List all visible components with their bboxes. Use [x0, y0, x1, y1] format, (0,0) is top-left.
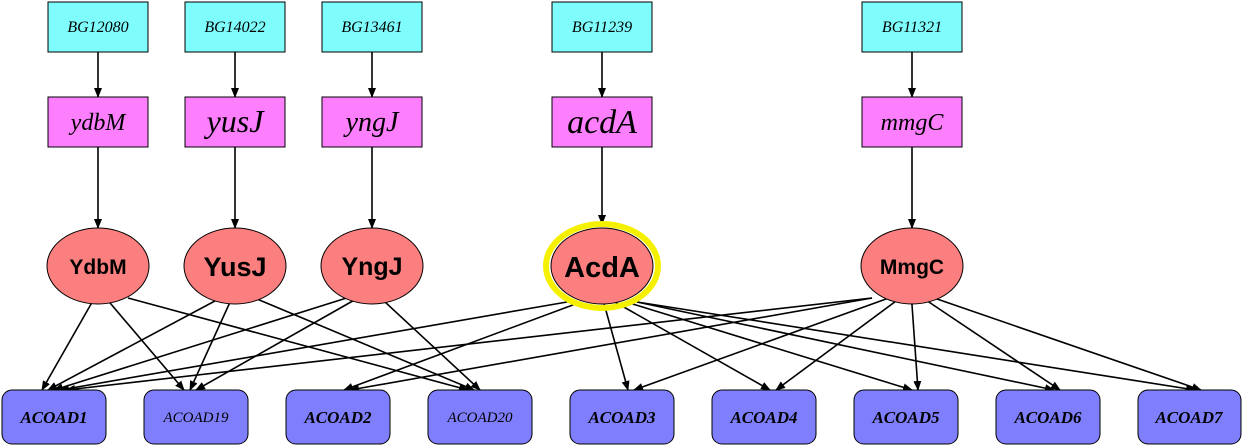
reaction-label: ACOAD6 [1013, 408, 1082, 427]
reaction-node[interactable]: ACOAD1 [1, 389, 107, 445]
edge-p3-r19 [195, 297, 359, 391]
protein-node[interactable]: MmgC [860, 227, 964, 305]
reaction-label: ACOAD7 [1154, 408, 1224, 427]
gene-id-label: BG14022 [204, 19, 265, 36]
gene-id-node[interactable]: BG13461 [321, 1, 423, 53]
gene-name-label: acdA [567, 104, 637, 141]
protein-node[interactable]: YngJ [320, 227, 424, 305]
edge-p3-r1 [53, 297, 347, 392]
gene-name-label: ydbM [69, 110, 128, 136]
edge-p5-r6 [922, 297, 1061, 391]
gene-name-node[interactable]: mmgC [861, 96, 963, 148]
protein-label: AcdA [564, 252, 640, 284]
protein-node[interactable]: YdbM [46, 227, 150, 305]
edge-p5-r2 [349, 297, 873, 393]
reaction-label: ACOAD20 [447, 410, 513, 426]
reaction-label: ACOAD5 [871, 408, 940, 427]
edge-p1-r20 [127, 297, 469, 392]
edge-p4-r2 [343, 301, 582, 391]
reaction-node[interactable]: ACOAD6 [995, 389, 1101, 445]
protein-label: YngJ [341, 253, 402, 281]
gene-name-node[interactable]: yusJ [184, 96, 286, 148]
gene-id-label: BG13461 [341, 19, 402, 36]
reaction-node[interactable]: ACOAD5 [853, 389, 959, 445]
gene-id-layer: BG12080 BG14022 BG13461 BG11239 BG11321 [47, 1, 963, 53]
edge-p4-r3 [602, 301, 630, 391]
reaction-node[interactable]: ACOAD19 [143, 389, 249, 445]
edge-p5-r1 [65, 297, 873, 393]
protein-highlight-ring [543, 221, 661, 311]
gene-id-label: BG11321 [882, 19, 942, 36]
protein-label: YusJ [203, 252, 266, 282]
edge-p2-r20 [254, 297, 475, 391]
reaction-label: ACOAD1 [19, 408, 87, 427]
reaction-label: ACOAD4 [729, 408, 797, 427]
reaction-label: ACOAD2 [303, 408, 372, 427]
gene-name-node[interactable]: acdA [551, 96, 653, 148]
edge-p2-r1 [47, 297, 221, 391]
edge-p5-r3 [633, 297, 890, 391]
reaction-node[interactable]: ACOAD20 [427, 389, 533, 445]
edge-p4-r7 [636, 301, 1196, 393]
gene-name-label: yusJ [204, 103, 266, 139]
protein-node[interactable]: YusJ [183, 227, 287, 305]
edges-layer [41, 52, 1202, 393]
gene-id-node[interactable]: BG14022 [184, 1, 286, 53]
gene-name-node[interactable]: yngJ [321, 96, 423, 148]
reaction-node[interactable]: ACOAD7 [1137, 389, 1242, 445]
gene-name-label: yngJ [343, 107, 400, 138]
edge-p4-r5 [626, 301, 913, 392]
gene-id-node[interactable]: BG11239 [551, 1, 653, 53]
edge-p1-r19 [105, 297, 185, 391]
gene-id-node[interactable]: BG11321 [861, 1, 963, 53]
protein-layer: YdbM YusJ YngJ AcdA MmgC [46, 221, 964, 311]
gene-name-label: mmgC [881, 110, 945, 136]
edge-p5-r7 [933, 297, 1202, 391]
reaction-node[interactable]: ACOAD3 [569, 389, 675, 445]
gene-name-node[interactable]: ydbM [47, 96, 149, 148]
protein-label: MmgC [880, 256, 944, 279]
gene-id-label: BG12080 [67, 19, 128, 36]
gene-id-label: BG11239 [572, 19, 632, 36]
reaction-layer: ACOAD1 ACOAD19 ACOAD2 ACOAD20 ACOAD3 ACO… [1, 389, 1242, 445]
edge-p4-r4 [614, 301, 771, 391]
reaction-node[interactable]: ACOAD4 [711, 389, 817, 445]
reaction-label: ACOAD3 [587, 408, 656, 427]
gene-name-layer: ydbM yusJ yngJ acdA mmgC [47, 96, 963, 148]
edge-p5-r5 [910, 297, 922, 391]
gene-id-node[interactable]: BG12080 [47, 1, 149, 53]
edge-p4-r1 [59, 301, 568, 393]
protein-node[interactable]: AcdA [543, 221, 661, 311]
protein-label: YdbM [69, 256, 126, 279]
edge-p4-r6 [636, 301, 1055, 393]
reaction-label: ACOAD19 [163, 410, 229, 426]
edge-p1-r1 [41, 297, 96, 391]
edge-p3-r20 [380, 297, 481, 391]
edge-p5-r4 [775, 297, 901, 391]
reaction-node[interactable]: ACOAD2 [285, 389, 391, 445]
